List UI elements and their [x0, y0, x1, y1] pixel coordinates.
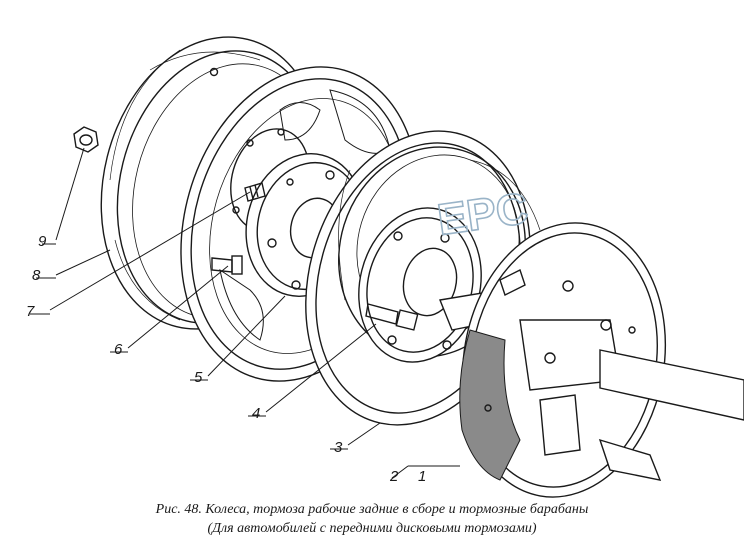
wheel-nut: [73, 126, 99, 153]
figure-caption: Рис. 48. Колеса, тормоза рабочие задние …: [0, 500, 744, 538]
wheel-stud: [244, 182, 266, 202]
callout-6: 6: [114, 341, 123, 358]
callout-3: 3: [334, 439, 343, 456]
wheel-bolt: [211, 255, 243, 275]
callout-8: 8: [32, 267, 41, 284]
callout-7: 7: [26, 303, 35, 320]
callout-9: 9: [38, 233, 47, 250]
axle-housing: [598, 349, 744, 481]
caption-line-2: (Для автомобилей с передними дисковыми т…: [207, 521, 537, 536]
leader-lines: [30, 147, 460, 479]
brake-backplate: [459, 222, 667, 498]
callout-4: 4: [252, 405, 260, 422]
caption-line-1: Рис. 48. Колеса, тормоза рабочие задние …: [155, 502, 589, 517]
exploded-wheel-brake-drawing: EPC 9 8 7 6 5 4 3 2 1: [26, 36, 744, 498]
callout-1: 1: [418, 468, 426, 485]
callout-2: 2: [389, 468, 399, 485]
callout-5: 5: [194, 369, 203, 386]
